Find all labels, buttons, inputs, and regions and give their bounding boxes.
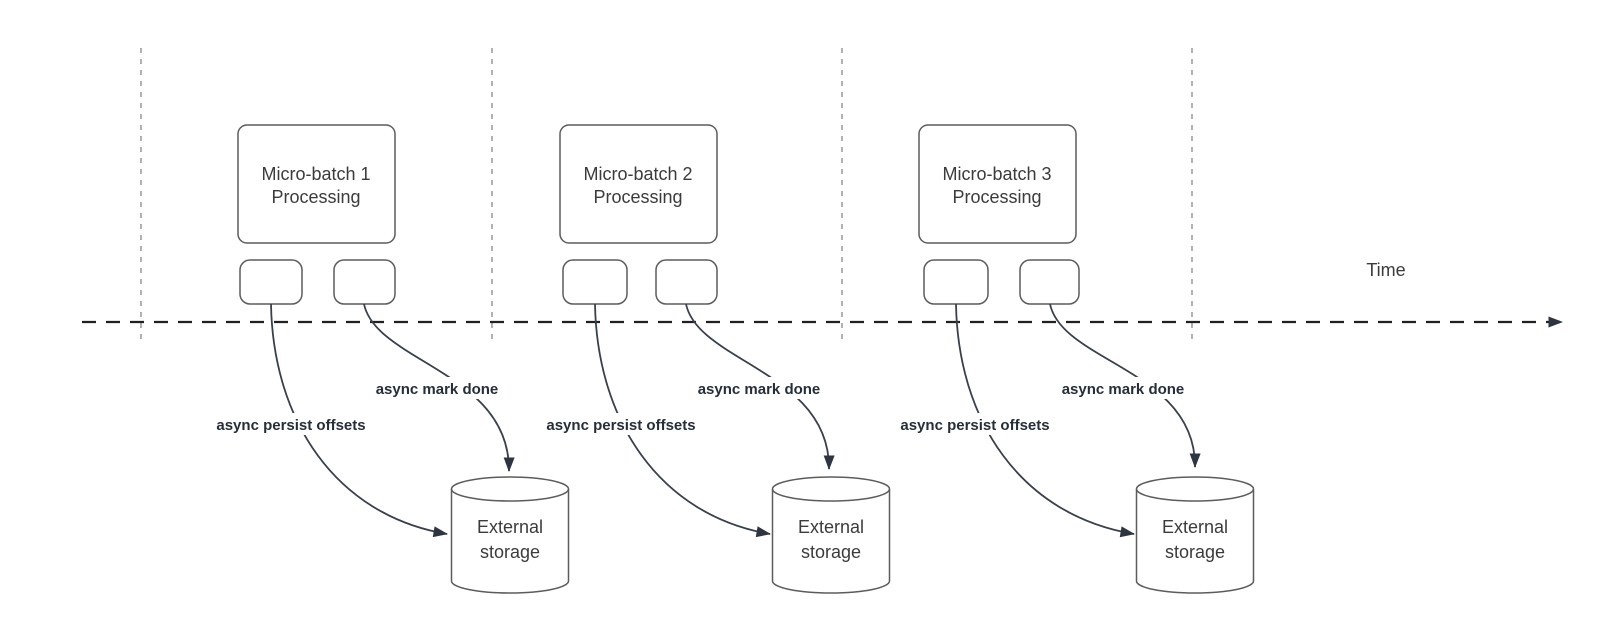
mark-done-label: async mark done: [1062, 381, 1185, 398]
persist-offsets-arrow: [270, 303, 448, 538]
persist-offsets-label: async persist offsets: [900, 417, 1049, 434]
micro-batch-title-line2: Processing: [952, 187, 1041, 207]
cylinder-top-arc: [1135, 488, 1255, 502]
time-axis: Time: [82, 260, 1563, 328]
external-storage-cylinder: [450, 476, 570, 594]
mark-done-arrow: [1049, 303, 1201, 468]
cylinder-top-arc: [771, 488, 891, 502]
batch-group-1: Micro-batch 1 Processing External storag…: [199, 124, 570, 594]
done-task-box: [333, 259, 396, 305]
connector-label-bg: [1049, 377, 1197, 399]
micro-batch-title-line2: Processing: [593, 187, 682, 207]
micro-batch-title-line2: Processing: [271, 187, 360, 207]
persist-offsets-label: async persist offsets: [216, 417, 365, 434]
storage-label-line2: storage: [1165, 542, 1225, 562]
mark-done-arrow: [363, 303, 515, 472]
connector-label-bg: [529, 413, 713, 435]
mark-done-arrow: [685, 303, 835, 470]
persist-offsets-arrow: [955, 303, 1135, 538]
micro-batch-box: [237, 124, 396, 244]
micro-batch-title-line1: Micro-batch 2: [583, 164, 692, 184]
storage-label-line2: storage: [801, 542, 861, 562]
offset-task-box: [239, 259, 303, 305]
storage-label-line1: External: [1162, 517, 1228, 537]
micro-batch-title-line1: Micro-batch 1: [261, 164, 370, 184]
storage-label-line1: External: [798, 517, 864, 537]
connector-label-bg: [199, 413, 383, 435]
batch-group-2: Micro-batch 2 Processing External storag…: [529, 124, 891, 594]
offset-task-box: [562, 259, 628, 305]
connector-label-bg: [883, 413, 1067, 435]
micro-batch-box: [559, 124, 718, 244]
offset-task-box: [923, 259, 989, 305]
mark-done-label: async mark done: [376, 381, 499, 398]
micro-batch-box: [918, 124, 1077, 244]
connector-label-bg: [685, 377, 833, 399]
connector-label-bg: [363, 377, 511, 399]
batch-group-3: Micro-batch 3 Processing External storag…: [883, 124, 1255, 594]
persist-offsets-arrow: [594, 303, 771, 538]
done-task-box: [1019, 259, 1080, 305]
micro-batch-title-line1: Micro-batch 3: [942, 164, 1051, 184]
storage-label-line1: External: [477, 517, 543, 537]
cylinder-top-arc: [450, 488, 570, 502]
external-storage-cylinder: [1135, 476, 1255, 594]
done-task-box: [655, 259, 718, 305]
persist-offsets-label: async persist offsets: [546, 417, 695, 434]
time-axis-label: Time: [1366, 260, 1405, 280]
mark-done-label: async mark done: [698, 381, 821, 398]
storage-label-line2: storage: [480, 542, 540, 562]
window-boundaries: [140, 48, 1193, 342]
external-storage-cylinder: [771, 476, 891, 594]
